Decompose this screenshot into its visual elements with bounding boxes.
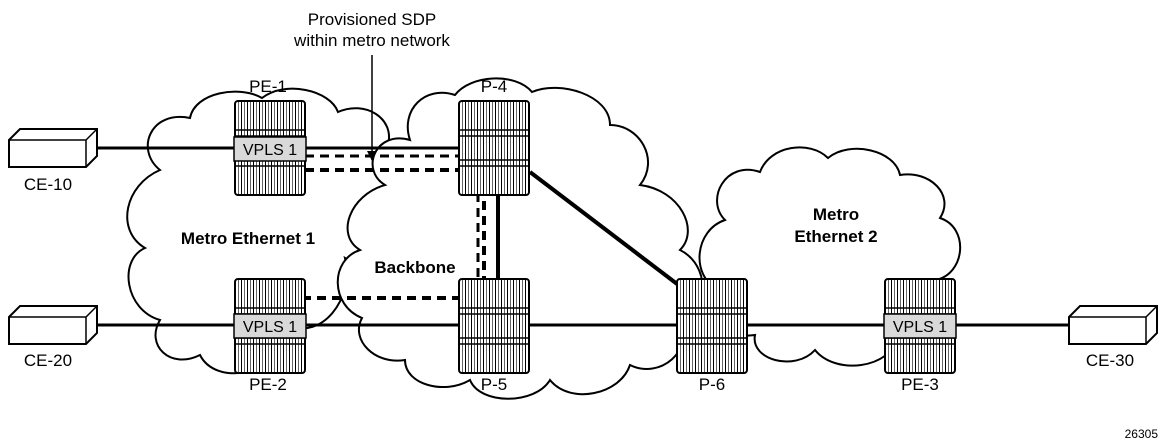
ce-20-device — [8, 305, 98, 345]
pe-2-label: PE-2 — [249, 375, 287, 394]
annotation-line-1: Provisioned SDP — [308, 10, 437, 29]
vpls-box-pe1: VPLS 1 — [233, 136, 307, 162]
p-4-label: P-4 — [481, 77, 507, 96]
vpls-label-pe3: VPLS 1 — [893, 319, 947, 336]
metro-ethernet-1-label: Metro Ethernet 1 — [181, 229, 315, 248]
pe-1-label: PE-1 — [249, 77, 287, 96]
p-5-label: P-5 — [481, 375, 507, 394]
vpls-box-pe3: VPLS 1 — [883, 313, 957, 339]
figure-id: 26305 — [1125, 427, 1159, 441]
ce-20-label: CE-20 — [24, 351, 72, 370]
vpls-label-pe2: VPLS 1 — [243, 319, 297, 336]
annotation-line-2: within metro network — [293, 31, 450, 50]
ce-10-device — [8, 128, 98, 168]
ce-10-label: CE-10 — [24, 175, 72, 194]
ce-30-device — [1068, 305, 1158, 345]
pe-3-label: PE-3 — [901, 375, 939, 394]
vpls-box-pe2: VPLS 1 — [233, 313, 307, 339]
metro-ethernet-2-label-line-2: Ethernet 2 — [794, 227, 877, 246]
vpls-label-pe1: VPLS 1 — [243, 142, 297, 159]
p-5-router — [458, 278, 530, 374]
backbone-label: Backbone — [374, 258, 455, 277]
p-6-label: P-6 — [699, 375, 725, 394]
ce-30-label: CE-30 — [1086, 351, 1134, 370]
p-6-router — [676, 278, 748, 374]
p-4-router — [458, 100, 530, 196]
metro-ethernet-2-label-line-1: Metro — [813, 205, 859, 224]
